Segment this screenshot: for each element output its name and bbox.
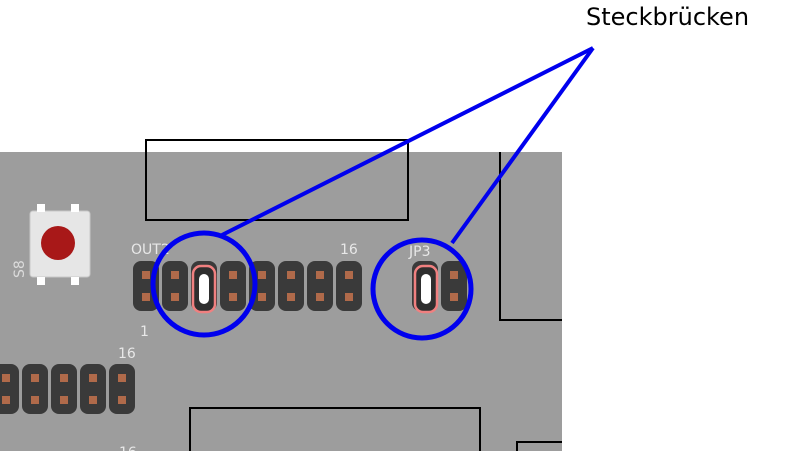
jumper-jp3 [413,264,439,314]
header-column [22,364,48,414]
header-pin [171,271,179,279]
header-column [336,261,362,311]
header-column [109,364,135,414]
pin-header-left [0,364,135,414]
header-column [220,261,246,311]
header-pin [287,293,295,301]
out2-pin-number-bottom: 1 [140,324,149,340]
bottom-header-pin-number: 16 [119,445,137,451]
out2-pin-number-top: 16 [340,242,358,258]
header-pin [142,271,150,279]
header-pin [345,293,353,301]
callout-leader-jp3 [450,46,595,245]
header-pin [258,271,266,279]
header-pin [2,374,10,382]
callout-label-steckbruecken: Steckbrücken [586,3,750,31]
header-pin [60,396,68,404]
callout-circle-jp3 [370,237,474,341]
button-label: S8 [12,260,28,278]
component-outline-bottom [189,407,481,451]
header-pin [2,396,10,404]
jumper-out2 [191,264,217,314]
header-pin [89,374,97,382]
component-outline-bottom-right [516,441,562,451]
header-column [162,261,188,311]
button-cap-icon [41,226,75,260]
header-pin [450,293,458,301]
callout-circle-out2 [150,230,258,338]
push-button-s8 [29,204,91,285]
header-column [441,261,467,311]
header-column [307,261,333,311]
header-pin [31,396,39,404]
header-column [0,364,19,414]
component-outline-top [145,139,409,221]
header-pin [142,293,150,301]
header-pin [118,374,126,382]
header-pin [229,271,237,279]
header-column [278,261,304,311]
left-header-pin-number: 16 [118,346,136,362]
header-column [80,364,106,414]
header-pin [60,374,68,382]
header-pin [316,271,324,279]
header-pin [171,293,179,301]
header-column [51,364,77,414]
header-pin [287,271,295,279]
header-pin [450,271,458,279]
header-pin [118,396,126,404]
header-pin [89,396,97,404]
header-pin [229,293,237,301]
jp3-label: JP3 [408,244,430,260]
header-pin [31,374,39,382]
header-pin [345,271,353,279]
callout-leader-out2 [221,46,594,237]
component-outline-right [499,152,562,321]
header-pin [316,293,324,301]
header-pin [258,293,266,301]
